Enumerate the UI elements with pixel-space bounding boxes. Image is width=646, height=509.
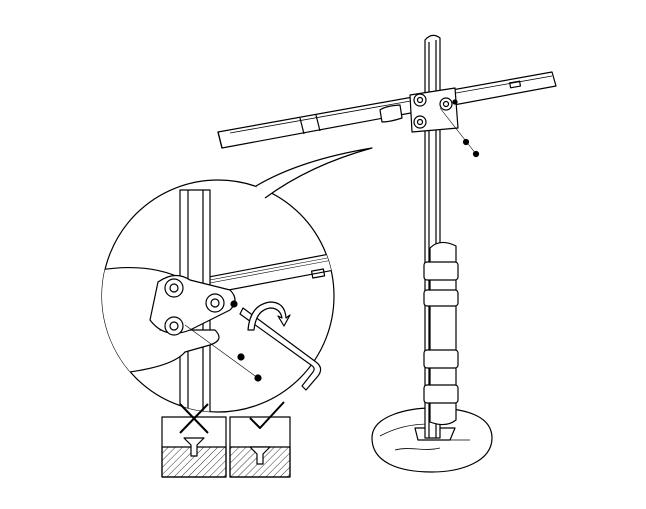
cable-sleeve [423, 241, 459, 426]
correct-example [229, 401, 291, 478]
light-arm [217, 71, 557, 149]
hex-key [239, 307, 322, 391]
screws [439, 107, 480, 158]
rotate-arrow-icon [247, 301, 291, 331]
cross-mark-icon [179, 403, 209, 434]
incorrect-example [161, 403, 227, 478]
check-mark-icon [249, 401, 285, 429]
clamp-bracket [409, 87, 459, 133]
detail-callout [101, 147, 373, 413]
